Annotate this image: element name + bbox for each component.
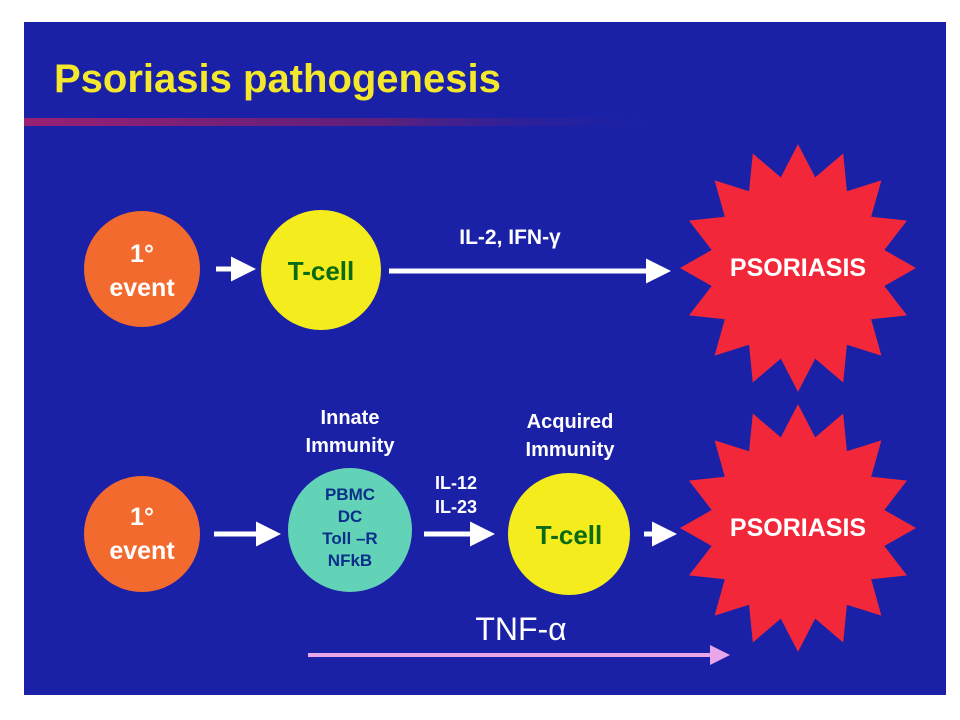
innate-heading-line2: Immunity bbox=[306, 435, 396, 457]
row2-event-line2: event bbox=[109, 537, 175, 565]
row1-event-node: 1° event bbox=[84, 211, 200, 327]
title-divider bbox=[24, 118, 684, 126]
row2-cytokine-1: IL-12 bbox=[435, 473, 477, 493]
innate-heading-line1: Innate bbox=[321, 407, 380, 429]
row1-event-line1: 1° bbox=[130, 240, 154, 268]
innate-item: Toll –R bbox=[322, 529, 377, 548]
row2-event-line1: 1° bbox=[130, 503, 154, 531]
row1-event-line2: event bbox=[109, 274, 175, 302]
acquired-heading-line1: Acquired bbox=[527, 411, 614, 433]
row2-psoriasis-label: PSORIASIS bbox=[730, 514, 866, 542]
innate-item: PBMC bbox=[325, 485, 375, 504]
row1-psoriasis-burst: PSORIASIS bbox=[680, 144, 916, 392]
row2-event-node: 1° event bbox=[84, 476, 200, 592]
innate-item: NFkB bbox=[328, 551, 372, 570]
row1-tcell-label: T-cell bbox=[288, 256, 354, 286]
row1-psoriasis-label: PSORIASIS bbox=[730, 254, 866, 282]
row2-innate-node: PBMC DC Toll –R NFkB bbox=[288, 468, 412, 592]
slide-title: Psoriasis pathogenesis bbox=[54, 57, 501, 101]
row2-tcell-label: T-cell bbox=[536, 520, 602, 550]
acquired-heading-line2: Immunity bbox=[526, 439, 616, 461]
diagram-canvas: Psoriasis pathogenesis 1° event T-cell I… bbox=[24, 57, 916, 665]
row2-tcell-node: T-cell bbox=[508, 473, 630, 595]
tnf-label: TNF-α bbox=[475, 611, 566, 647]
row1-tcell-node: T-cell bbox=[261, 210, 381, 330]
innate-item: DC bbox=[338, 507, 363, 526]
row2-psoriasis-burst: PSORIASIS bbox=[680, 404, 916, 652]
row1-cytokines-label: IL-2, IFN-γ bbox=[459, 226, 561, 249]
row2-cytokine-2: IL-23 bbox=[435, 497, 477, 517]
slide: Psoriasis pathogenesis 1° event T-cell I… bbox=[24, 22, 946, 695]
